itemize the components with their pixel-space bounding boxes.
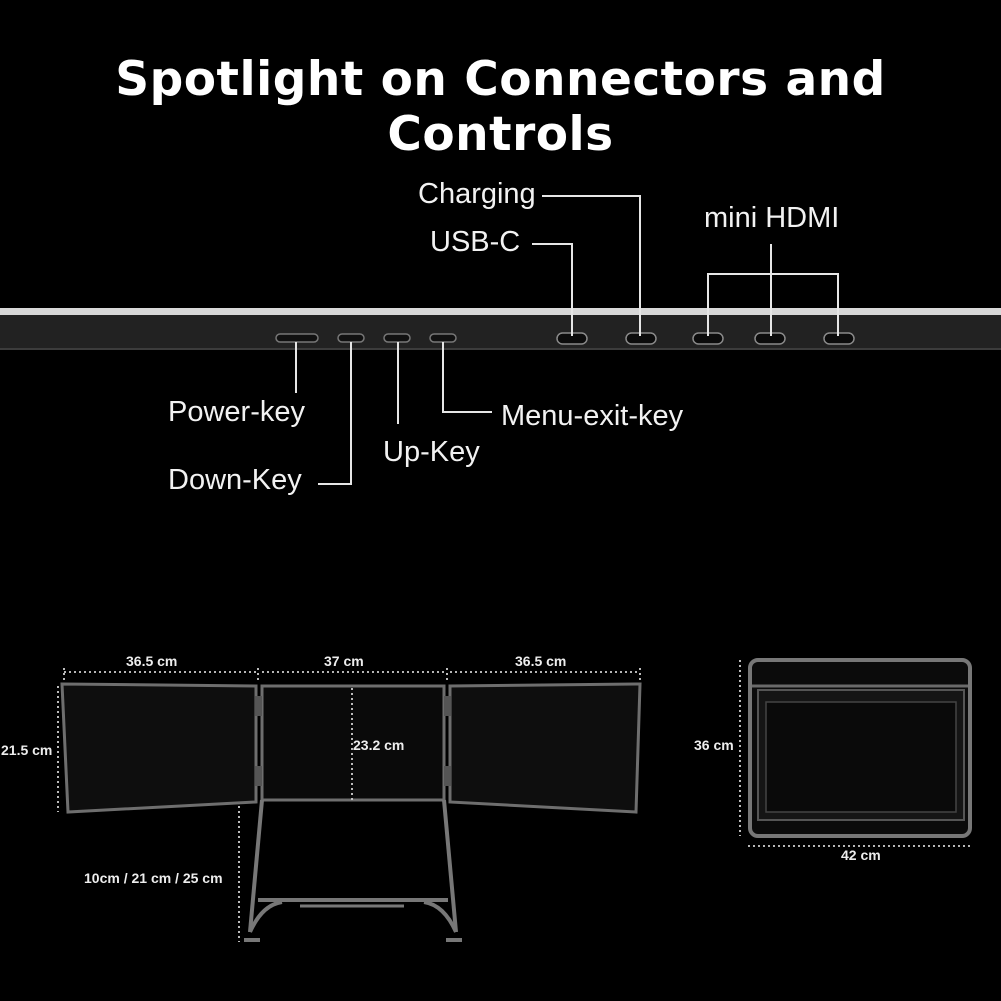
usb-c-leader [532, 243, 573, 336]
center-height-label: 23.2 cm [353, 737, 405, 753]
charging-leader [542, 195, 641, 336]
power-key-label: Power-key [168, 396, 305, 428]
stand-height-label: 10cm / 21 cm / 25 cm [84, 870, 223, 886]
page-title: Spotlight on Connectors and Controls [115, 52, 886, 162]
triple-monitor-diagram [57, 668, 642, 942]
down-button[interactable] [337, 333, 365, 343]
left-width-label: 36.5 cm [126, 653, 178, 669]
folded-monitor-diagram [739, 658, 972, 847]
menu-exit-leader [442, 342, 492, 413]
up-button[interactable] [383, 333, 411, 343]
power-button[interactable] [275, 333, 319, 343]
menu-exit-key-label: Menu-exit-key [501, 400, 684, 432]
folded-width-label: 42 cm [841, 847, 881, 863]
down-leader [318, 342, 352, 485]
down-key-label: Down-Key [168, 464, 302, 496]
menu-exit-button[interactable] [429, 333, 457, 343]
mini-hdmi-leader [707, 273, 839, 336]
center-width-label: 37 cm [324, 653, 364, 669]
mini-hdmi-label: mini HDMI [704, 202, 840, 234]
usb-c-label: USB-C [430, 226, 521, 258]
right-width-label: 36.5 cm [515, 653, 567, 669]
up-key-label: Up-Key [383, 436, 480, 468]
folded-height-label: 36 cm [694, 737, 734, 753]
charging-label: Charging [418, 178, 536, 210]
side-height-label: 21.5 cm [1, 742, 53, 758]
